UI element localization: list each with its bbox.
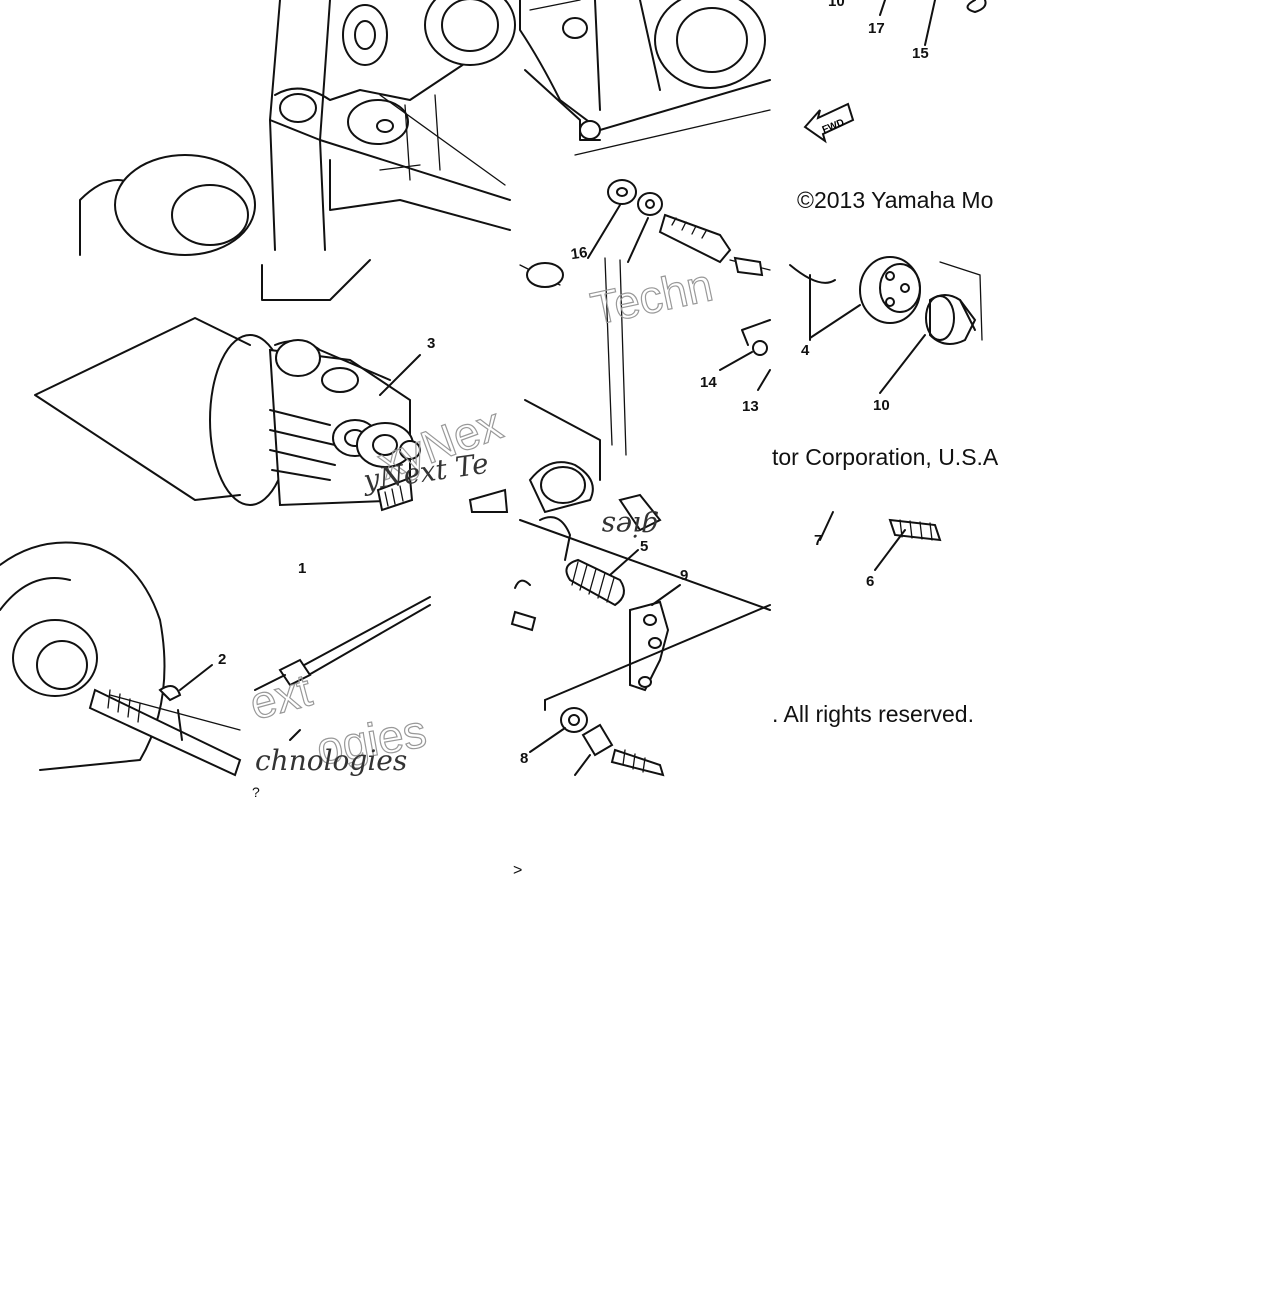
caliper-assembly (34, 259, 509, 513)
callout-3: 3 (427, 335, 435, 352)
callout-1: 1 (298, 560, 306, 577)
drive-pulley-shaft (0, 541, 242, 777)
copyright-line-1: ©2013 Yamaha Mo (797, 187, 993, 213)
bolt-washer-assembly (587, 179, 732, 456)
stray-mark: > (513, 862, 522, 879)
callout-labels: 1 2 3 4 5 6 7 8 9 10 10 13 14 15 16 17 (218, 0, 929, 767)
callout-7: 7 (814, 532, 822, 549)
fwd-arrow: FWD (803, 102, 855, 144)
callout-6: 6 (866, 573, 874, 590)
crankcase-housing (79, 0, 516, 256)
watermark-fragment: chnologies (255, 744, 407, 777)
callout-15: 15 (912, 45, 929, 62)
callout-2: 2 (218, 651, 226, 668)
callout-9: 9 (680, 567, 688, 584)
copyright-notice: ©2013 Yamaha Mo tor Corporation, U.S.A .… (772, 187, 999, 727)
callout-8: 8 (520, 750, 528, 767)
watermark: Techn xyNex yNext Te gies ext ogies chno… (244, 258, 718, 777)
callout-5: 5 (640, 538, 648, 555)
cover-plate (519, 262, 601, 514)
callout-13: 13 (742, 398, 759, 415)
control-cable (254, 596, 431, 741)
callout-4: 4 (801, 342, 810, 359)
copyright-line-2: tor Corporation, U.S.A (772, 444, 999, 470)
callout-16: 16 (570, 244, 589, 263)
callout-14: 14 (700, 374, 717, 391)
crankcase-cover (519, 0, 771, 156)
stray-mark: ? (252, 784, 260, 800)
copyright-line-3: . All rights reserved. (772, 701, 974, 727)
callout-10-top: 10 (828, 0, 845, 10)
callout-17: 17 (868, 20, 885, 37)
spring-bracket-assembly (510, 493, 771, 777)
plunger-assembly (719, 0, 987, 571)
callout-10: 10 (873, 397, 890, 414)
watermark-fragment: gies (601, 510, 659, 543)
